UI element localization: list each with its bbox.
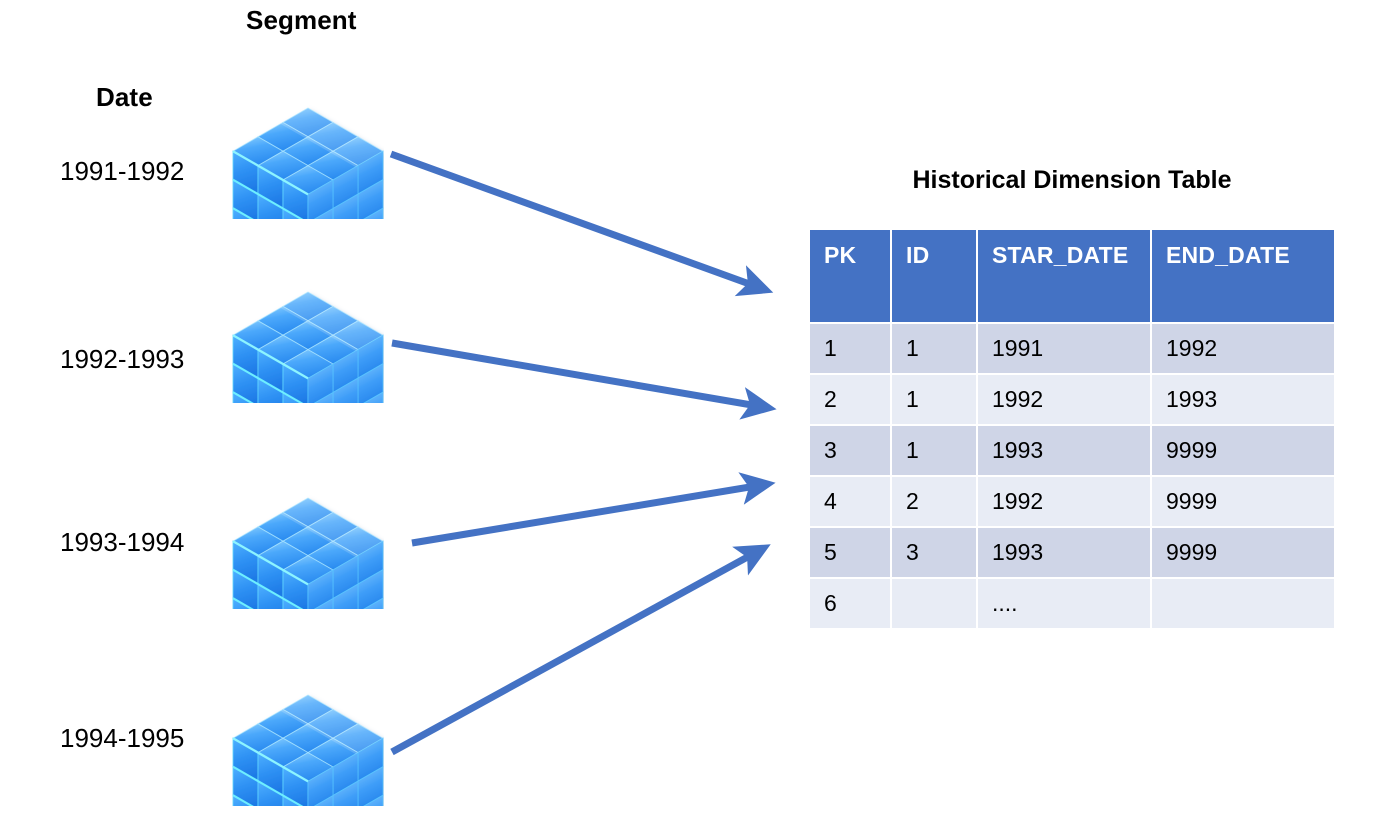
cell-end-date: 9999 [1152,477,1334,526]
table-row: 6.... [810,579,1334,628]
date-label-4: 1994-1995 [60,723,185,753]
cell-end-date: 9999 [1152,426,1334,475]
arrow-1991-1992-to-row-1 [389,150,774,297]
cell-pk: 6 [810,579,890,628]
arrow-1992-1993-to-row-2 [391,339,777,420]
table-header-row: PK ID STAR_DATE END_DATE [810,230,1334,322]
cell-end-date: 1993 [1152,375,1334,424]
cell-pk: 2 [810,375,890,424]
cell-id: 1 [892,426,976,475]
column-header-pk: PK [810,230,890,322]
column-header-id: ID [892,230,976,322]
cell-star-date: 1993 [978,528,1150,577]
cell-star-date: 1992 [978,477,1150,526]
blue-cube-icon-2 [232,262,384,403]
column-header-end-date: END_DATE [1152,230,1334,322]
cell-end-date: 1992 [1152,324,1334,373]
arrow-1993-1994-to-row-4 [411,472,776,547]
date-label-1: 1991-1992 [60,156,185,186]
blue-cube-icon-3 [232,468,384,609]
cell-star-date: .... [978,579,1150,628]
date-label-2: 1992-1993 [60,344,185,374]
cell-id: 1 [892,375,976,424]
table-title: Historical Dimension Table [912,166,1232,194]
cell-id [892,579,976,628]
cell-end-date [1152,579,1334,628]
segment-column-heading: Segment [246,5,357,35]
blue-cube-icon-1 [232,78,384,219]
blue-cube-icon-4 [232,665,384,806]
cell-star-date: 1992 [978,375,1150,424]
cell-pk: 4 [810,477,890,526]
cell-pk: 3 [810,426,890,475]
cell-pk: 1 [810,324,890,373]
column-header-star-date: STAR_DATE [978,230,1150,322]
cell-id: 3 [892,528,976,577]
cell-end-date: 9999 [1152,528,1334,577]
cell-star-date: 1991 [978,324,1150,373]
cell-id: 2 [892,477,976,526]
cell-star-date: 1993 [978,426,1150,475]
date-label-3: 1993-1994 [60,527,185,557]
arrow-1994-1995-to-row-5 [390,544,771,756]
date-column-heading: Date [96,82,153,112]
cell-id: 1 [892,324,976,373]
cell-pk: 5 [810,528,890,577]
